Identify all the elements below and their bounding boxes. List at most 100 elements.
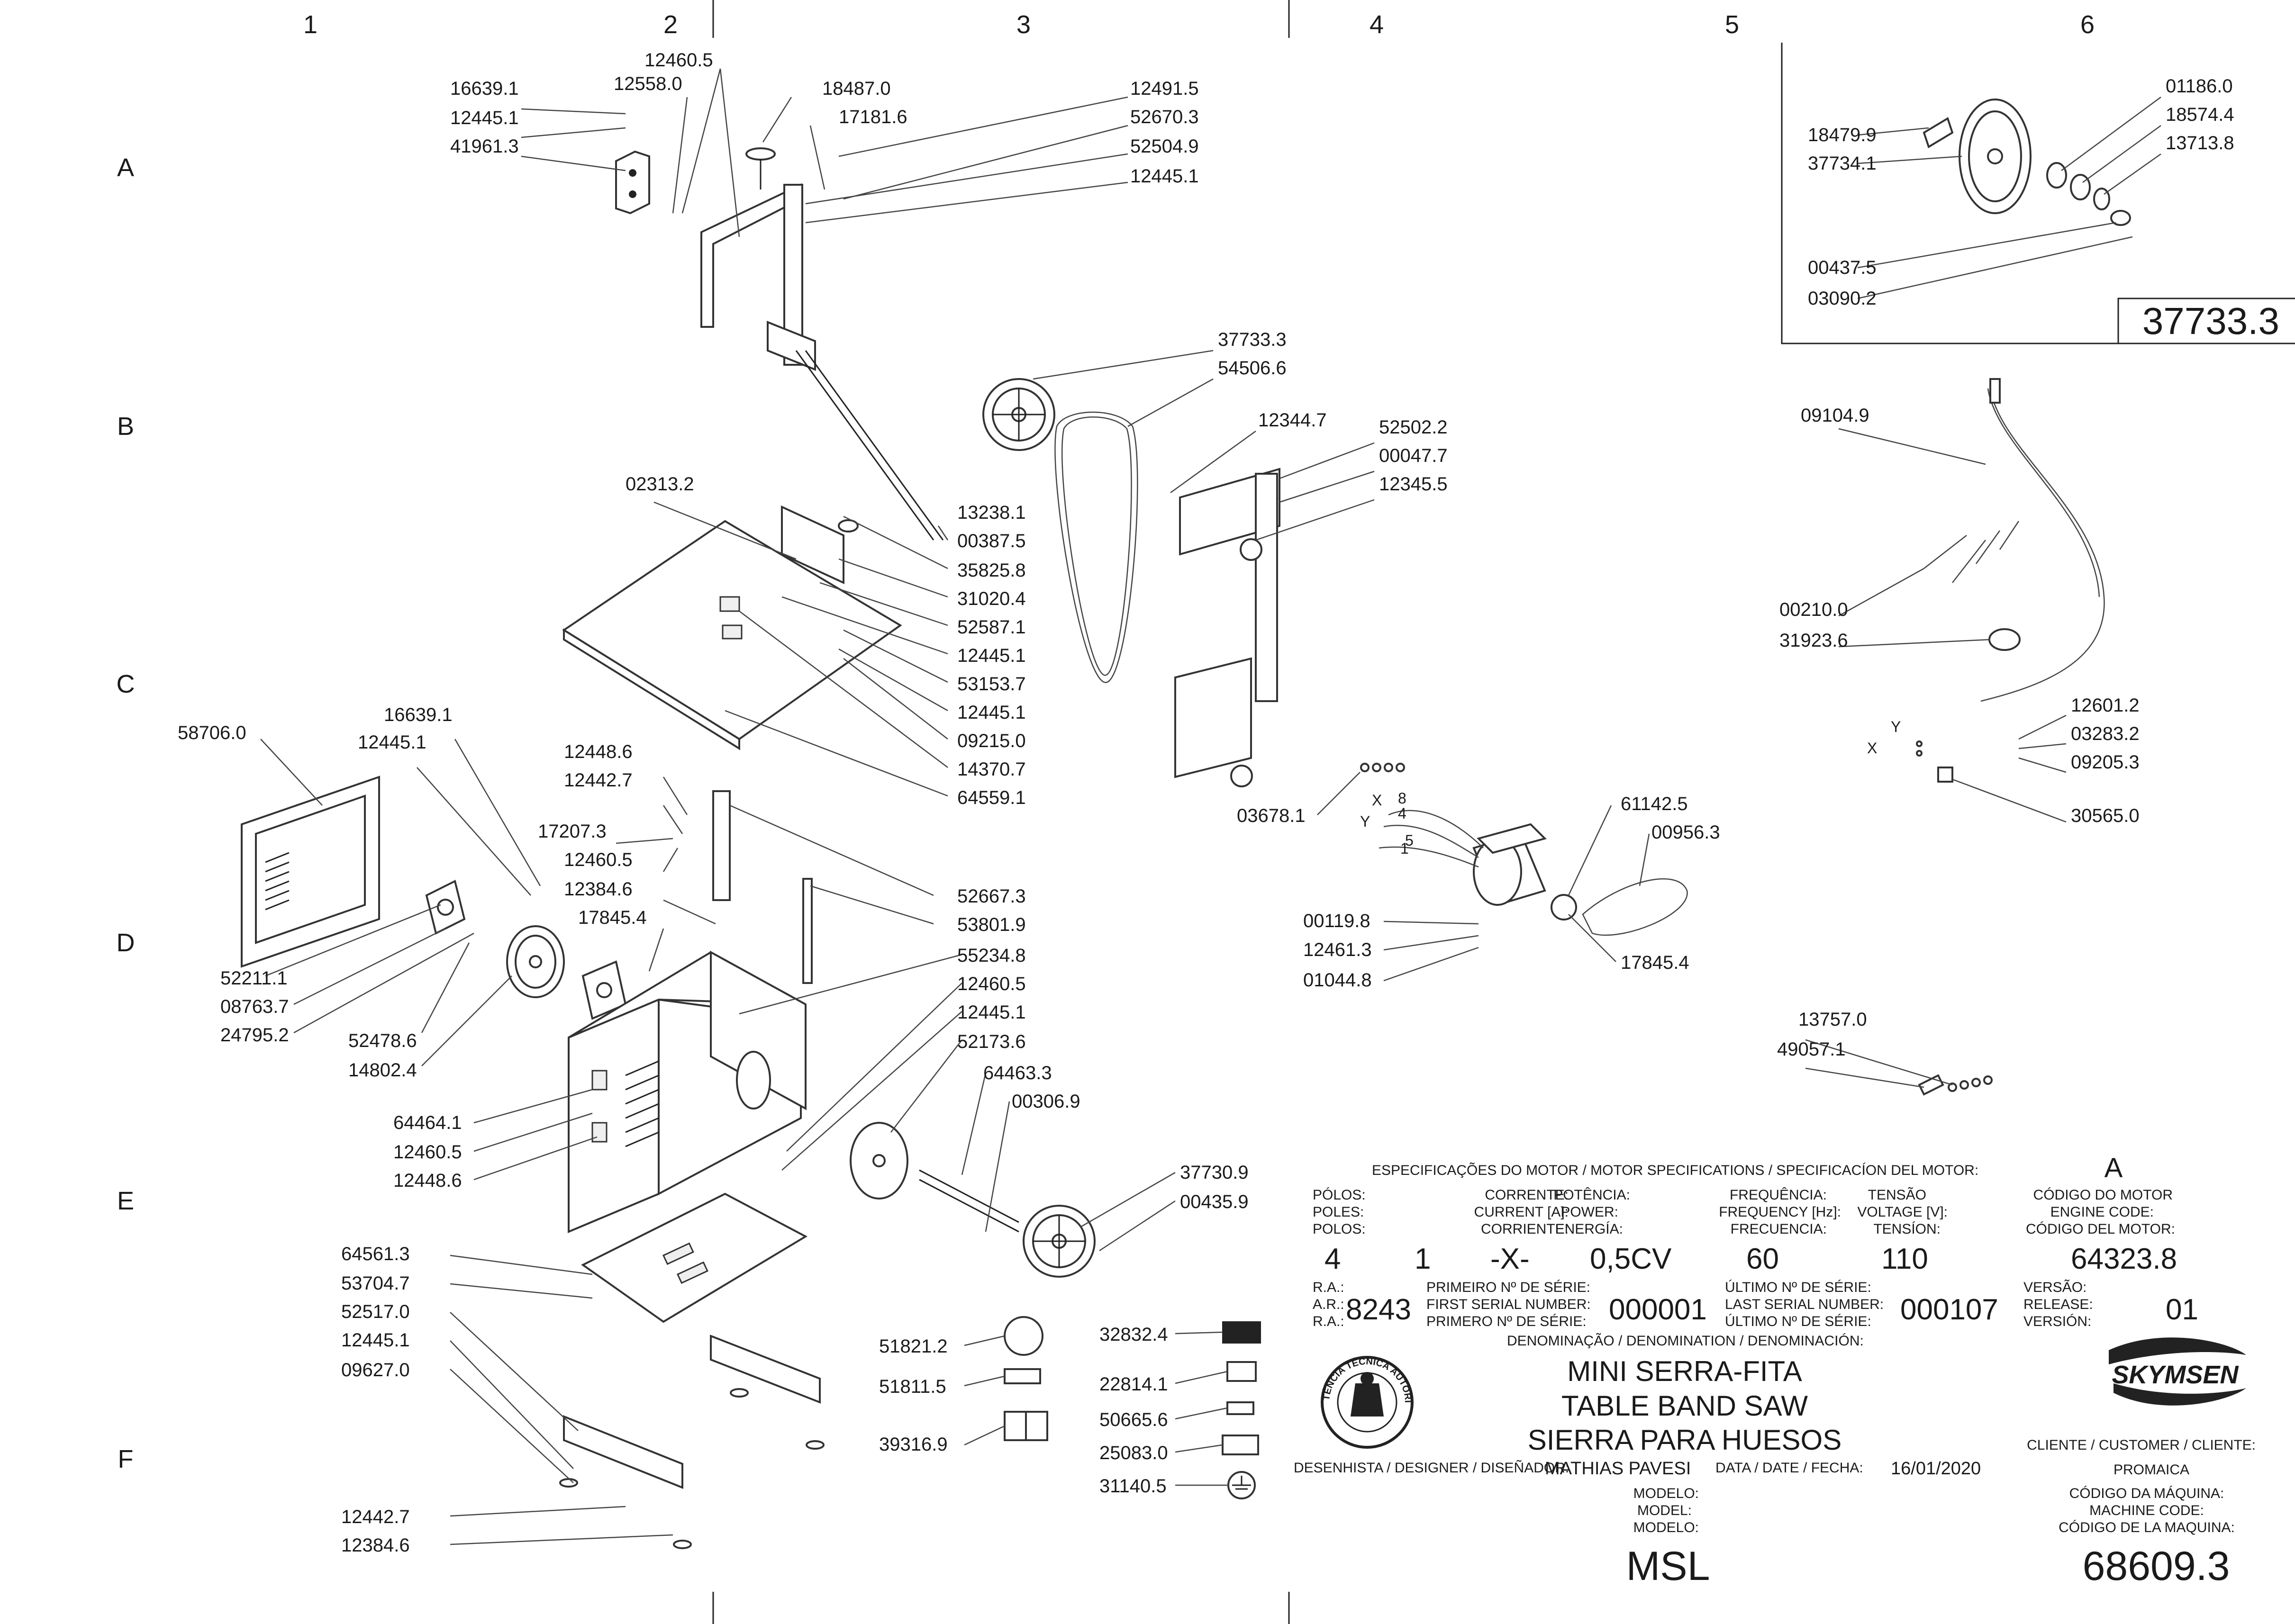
machine-code-label-en: MACHINE CODE:: [2089, 1503, 2204, 1518]
callout: 12461.3: [1303, 939, 1372, 960]
callout: 12384.6: [341, 1535, 410, 1556]
main-axle: [919, 1169, 1019, 1223]
last-serial-label-es: ÚLTIMO Nº DE SÉRIE:: [1725, 1314, 1871, 1329]
callout: 12445.1: [358, 732, 426, 753]
callout: 12601.2: [2071, 695, 2140, 716]
callout: 12445.1: [341, 1330, 410, 1351]
grid-row-d: D: [117, 929, 135, 957]
callout: 51821.2: [879, 1336, 948, 1357]
voltage-label-es: TENSÍON:: [1873, 1221, 1941, 1237]
callout: 12445.1: [1130, 166, 1199, 187]
callout: 12445.1: [957, 1002, 1026, 1023]
grid-row-e: E: [117, 1187, 134, 1215]
callout: 30565.0: [2071, 805, 2140, 826]
callout: 01044.8: [1303, 970, 1372, 991]
callout: 52667.3: [957, 886, 1026, 907]
callout: 09205.3: [2071, 752, 2140, 773]
callout: 12448.6: [564, 741, 633, 762]
label-22814-1-icon: [1226, 1361, 1257, 1382]
callout: 00210.0: [1779, 599, 1848, 620]
guide-block: [615, 150, 650, 215]
current-value-2: -X-: [1490, 1243, 1530, 1275]
callout: 12448.6: [393, 1170, 462, 1191]
callout: 12460.5: [957, 974, 1026, 994]
poles-value: 4: [1324, 1243, 1341, 1275]
callout: 64463.3: [983, 1063, 1052, 1083]
callout: 52173.6: [957, 1031, 1026, 1052]
version-label-es: VERSIÓN:: [2023, 1314, 2091, 1329]
wiring-8: 8: [1398, 790, 1406, 807]
current-value-1: 1: [1415, 1243, 1431, 1275]
callout: 09104.9: [1801, 405, 1869, 426]
callout: 00119.8: [1303, 911, 1370, 931]
fence: [781, 505, 844, 585]
power-label-es: ENERGÍA:: [1555, 1221, 1623, 1237]
callout: 03678.1: [1237, 805, 1306, 826]
callout: 14370.7: [957, 759, 1026, 780]
frequency-label-es: FRECUENCIA:: [1731, 1221, 1827, 1237]
callout: 52670.3: [1130, 107, 1199, 127]
product-name-en: TABLE BAND SAW: [1561, 1390, 1808, 1422]
motor-assembly: [1360, 763, 1688, 936]
callout: 12445.1: [957, 645, 1026, 666]
label-25083-0-icon: [1222, 1435, 1259, 1455]
cover-knob: [1240, 538, 1262, 561]
poles-label-en: POLES:: [1313, 1204, 1364, 1220]
callout: 16639.1: [450, 78, 519, 99]
grid-col-6: 6: [2080, 10, 2095, 39]
machine-code-value: 68609.3: [2083, 1543, 2230, 1589]
ra-value: 8243: [1346, 1293, 1411, 1326]
callout: 52587.1: [957, 617, 1026, 638]
callout: 53153.7: [957, 674, 1026, 695]
model-label-pt: MODELO:: [1633, 1486, 1699, 1501]
callout: 01186.0: [2166, 76, 2233, 97]
label-50665-6-icon: [1226, 1401, 1254, 1415]
label-51811-5-icon: [1004, 1368, 1041, 1384]
first-serial-value: 000001: [1609, 1293, 1707, 1326]
version-label-en: RELEASE:: [2023, 1297, 2093, 1312]
callout: 13757.0: [1798, 1009, 1867, 1030]
lower-band-wheel: [506, 925, 565, 998]
callout: 16639.1: [384, 704, 453, 725]
tension-knob: [745, 147, 776, 161]
poles-label-es: POLOS:: [1313, 1221, 1366, 1237]
grid-col-4: 4: [1370, 10, 1384, 39]
version-value: 01: [2166, 1293, 2198, 1326]
callout-labels: 16639.1 12445.1 41961.3 12460.5 12558.0 …: [178, 50, 2234, 1556]
callout: 52504.9: [1130, 136, 1199, 157]
product-name-es: SIERRA PARA HUESOS: [1528, 1424, 1841, 1456]
callout: 12384.6: [564, 879, 633, 900]
current-label-es: CORRIENTE:: [1481, 1221, 1569, 1237]
subassembly-wheel: [1923, 99, 2131, 226]
callout: 12460.5: [644, 50, 713, 71]
tension-rod: [795, 350, 934, 541]
subassembly-box: 37733.3: [1781, 43, 2295, 344]
guide-post: [712, 790, 731, 901]
callout: 12491.5: [1130, 78, 1199, 99]
first-serial-label-es: PRIMERO Nº DE SÉRIE:: [1426, 1314, 1587, 1329]
foot-front: [563, 1415, 683, 1489]
base-cabinet: [568, 950, 807, 1234]
current-label-en: CURRENT [A]:: [1474, 1204, 1569, 1220]
brand-name: SKYMSEN: [2112, 1361, 2239, 1389]
callout: 53801.9: [957, 914, 1026, 935]
product-name-pt: MINI SERRA-FITA: [1567, 1355, 1802, 1387]
callout: 54506.6: [1218, 358, 1287, 379]
callout: 14802.4: [348, 1060, 417, 1081]
grid-row-a: A: [117, 153, 134, 182]
callout: 12445.1: [957, 702, 1026, 723]
callout: 55234.8: [957, 945, 1026, 966]
callout: 12445.1: [450, 108, 519, 128]
machine-code-label-es: CÓDIGO DE LA MAQUINA:: [2059, 1520, 2235, 1535]
callout: 08763.7: [220, 996, 289, 1017]
grid-col-3: 3: [1016, 10, 1031, 39]
model-label-es: MODELO:: [1633, 1520, 1699, 1535]
callout: 09215.0: [957, 731, 1026, 751]
callout: 00956.3: [1651, 822, 1720, 843]
callout: 37730.9: [1180, 1162, 1249, 1183]
callout: 00387.5: [957, 531, 1026, 551]
callout: 02313.2: [626, 474, 694, 495]
designer-label: DESENHISTA / DESIGNER / DISEÑADOR:: [1294, 1460, 1569, 1476]
date-value: 16/01/2020: [1891, 1459, 1981, 1479]
